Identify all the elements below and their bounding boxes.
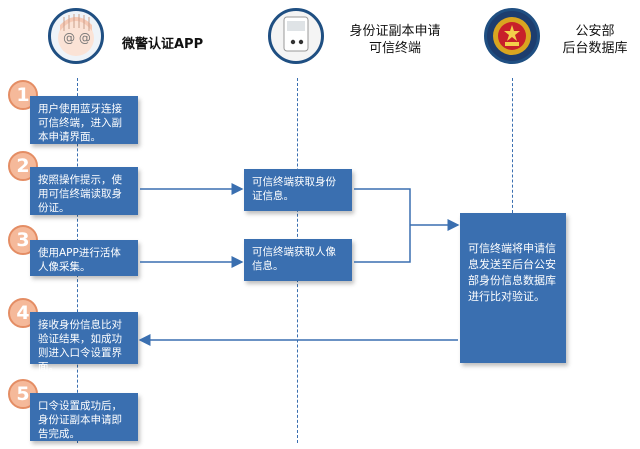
face-text: @ @ (63, 31, 91, 45)
terminal-title-line1: 身份证副本申请 (349, 24, 441, 39)
ministry-title-line1: 公安部 (575, 24, 615, 39)
terminal-device-icon (268, 8, 324, 64)
step-box-5: 口令设置成功后，身份证副本申请即告完成。 (30, 393, 138, 441)
cartoon-face-icon: @ @ (48, 8, 104, 64)
ministry-title-line2: 后台数据库 (562, 41, 628, 56)
terminal-box-face-info: 可信终端获取人像信息。 (244, 239, 352, 281)
step-box-2: 按照操作提示，使用可信终端读取身份证。 (30, 167, 138, 215)
app-title: 微警认证APP (122, 37, 204, 52)
terminal-box-id-info: 可信终端获取身份证信息。 (244, 169, 352, 211)
step-box-4: 接收身份信息比对验证结果，如成功则进入口令设置界面。 (30, 312, 138, 373)
step-box-3: 使用APP进行活体人像采集。 (30, 240, 138, 276)
police-emblem-icon (484, 8, 540, 64)
step-box-1: 用户使用蓝牙连接可信终端，进入副本申请界面。 (30, 96, 138, 144)
terminal-title-line2: 可信终端 (368, 41, 421, 56)
connector-terminal-merge (354, 188, 411, 263)
ministry-verification-box: 可信终端将申请信息发送至后台公安部身份信息数据库进行比对验证。 (460, 213, 566, 363)
ministry-lifeline (512, 78, 513, 213)
